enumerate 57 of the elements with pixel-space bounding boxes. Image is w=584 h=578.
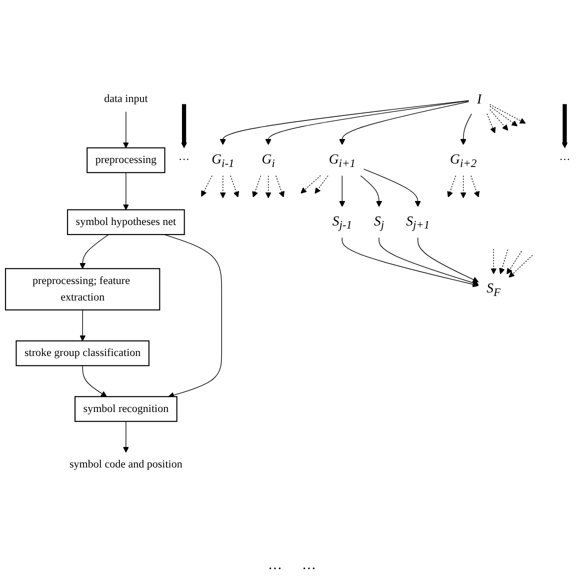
arrow bbox=[360, 175, 382, 207]
process-box: preprocessing bbox=[86, 147, 166, 174]
arrow bbox=[122, 172, 129, 210]
dashed-arrow bbox=[490, 104, 526, 124]
dashed-arrow bbox=[499, 249, 508, 274]
ellipsis-text: ··· bbox=[302, 562, 316, 578]
dashed-arrow bbox=[230, 175, 240, 198]
dashed-arrow bbox=[447, 175, 456, 198]
dashed-arrow bbox=[252, 175, 262, 198]
arrow bbox=[220, 100, 470, 145]
dashed-arrow bbox=[490, 109, 508, 131]
dashed-arrow bbox=[470, 175, 480, 198]
arrow bbox=[339, 101, 470, 145]
text-label: ··· bbox=[559, 154, 570, 166]
math-symbol: G$_{i+2}$ bbox=[450, 152, 477, 170]
arrow bbox=[122, 111, 129, 148]
math-symbol: S$_{j}$ bbox=[374, 214, 384, 232]
dashed-arrow bbox=[490, 106, 518, 126]
math-symbol: G$_{i-1}$ bbox=[212, 152, 234, 170]
arrow bbox=[82, 365, 107, 397]
dashed-arrow bbox=[486, 113, 496, 134]
math-symbol: I bbox=[477, 92, 482, 107]
math-symbol: S$_{F}$ bbox=[486, 280, 501, 299]
text-label: ··· bbox=[178, 154, 190, 166]
text-label: symbol code and position bbox=[70, 458, 182, 470]
dashed-arrow bbox=[508, 254, 533, 278]
thick-arrow bbox=[562, 104, 568, 148]
arrow bbox=[339, 175, 346, 207]
math-symbol: G$_{i}$ bbox=[262, 152, 275, 170]
arrow bbox=[460, 113, 472, 145]
dashed-arrow bbox=[220, 175, 226, 198]
dashed-arrow bbox=[300, 175, 321, 194]
dashed-arrow bbox=[276, 175, 285, 198]
arrow bbox=[418, 237, 479, 282]
dashed-arrow bbox=[314, 175, 328, 194]
process-box: symbol recognition bbox=[74, 396, 178, 422]
math-symbol: S$_{j-1}$ bbox=[332, 214, 352, 232]
arrow bbox=[80, 234, 109, 269]
math-symbol: G$_{i+1}$ bbox=[328, 152, 356, 170]
dashed-arrow bbox=[265, 175, 272, 198]
math-symbol: S$_{j+1}$ bbox=[406, 214, 430, 232]
arrow bbox=[265, 100, 470, 145]
arrow bbox=[80, 310, 86, 342]
dashed-arrow bbox=[490, 248, 497, 274]
process-box: symbol hypotheses net bbox=[67, 209, 185, 236]
arrow bbox=[122, 421, 129, 453]
dashed-arrow bbox=[506, 250, 522, 274]
process-box: preprocessing; feature extraction bbox=[5, 268, 160, 310]
arrow bbox=[342, 237, 479, 288]
arrow bbox=[363, 168, 421, 207]
text-label: data input bbox=[104, 93, 148, 105]
ellipsis-text: ··· bbox=[268, 562, 282, 578]
dashed-arrow bbox=[460, 175, 466, 198]
process-box: stroke group classification bbox=[16, 340, 150, 366]
dashed-arrow bbox=[201, 175, 212, 197]
arrow bbox=[378, 237, 479, 286]
thick-arrow bbox=[181, 104, 188, 148]
